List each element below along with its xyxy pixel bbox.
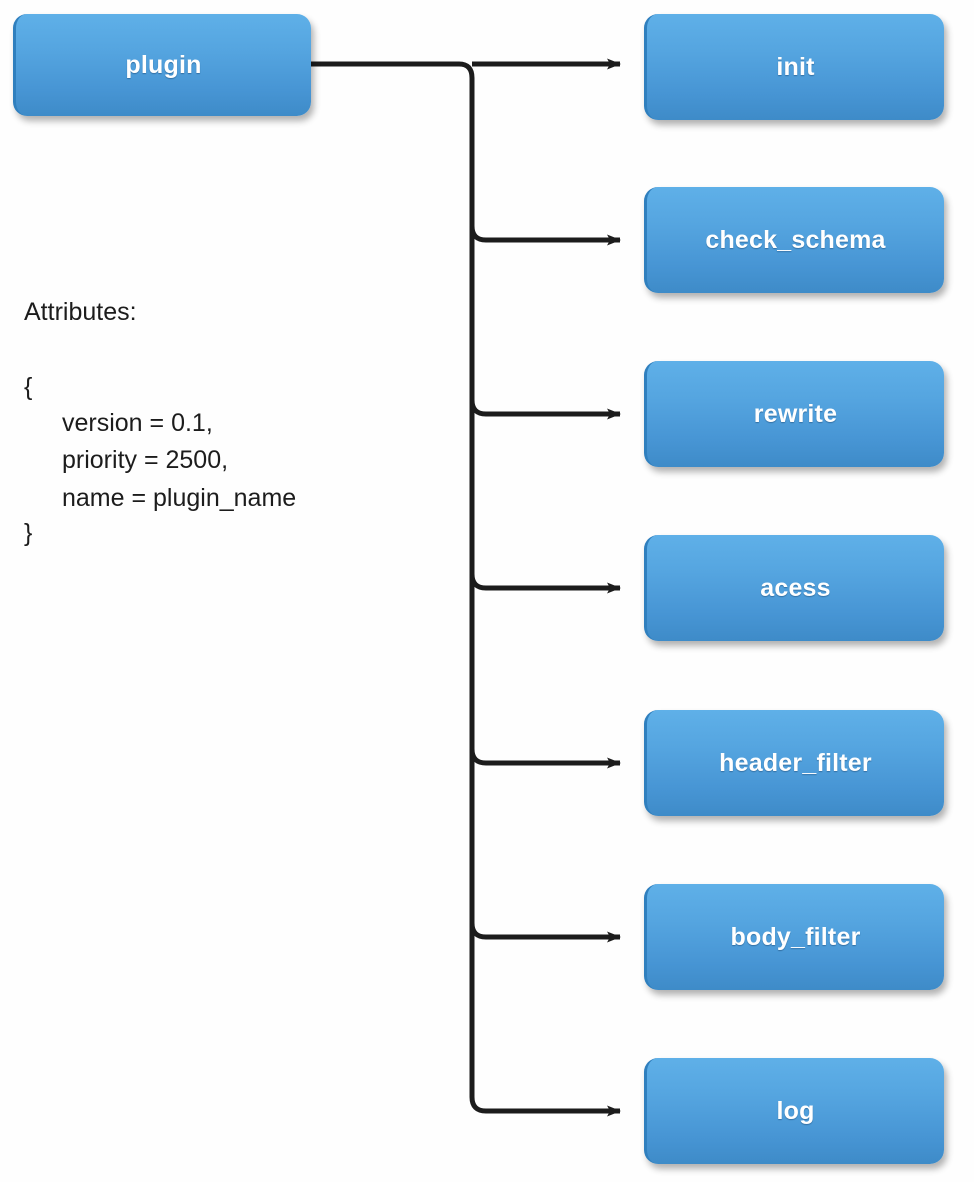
node-init[interactable]: init <box>644 14 944 120</box>
attributes-line-priority: priority = 2500, <box>62 446 229 475</box>
wire-to-acess <box>469 573 621 594</box>
wire-to-check-schema <box>469 225 621 246</box>
attributes-lines: version = 0.1, priority = 2500, name = p… <box>24 405 444 518</box>
node-body-filter[interactable]: body_filter <box>644 884 944 990</box>
node-header-filter[interactable]: header_filter <box>644 710 944 816</box>
wire-to-header-filter <box>469 748 621 769</box>
attributes-close-brace: } <box>24 519 33 548</box>
node-check-schema[interactable]: check_schema <box>644 187 944 293</box>
node-check-schema-label: check_schema <box>705 225 886 254</box>
wire-to-rewrite <box>469 399 621 420</box>
wire-trunk <box>311 61 621 1117</box>
attributes-line-name: name = plugin_name <box>62 483 297 512</box>
node-plugin[interactable]: plugin <box>13 14 311 116</box>
node-acess[interactable]: acess <box>644 535 944 641</box>
node-init-label: init <box>776 52 815 81</box>
node-rewrite-label: rewrite <box>753 399 838 428</box>
node-header-filter-label: header_filter <box>719 748 872 777</box>
node-acess-label: acess <box>760 573 831 602</box>
node-log-label: log <box>776 1096 815 1125</box>
wire-to-body-filter <box>469 922 621 943</box>
node-body-filter-label: body_filter <box>730 922 861 951</box>
node-rewrite[interactable]: rewrite <box>644 361 944 467</box>
node-plugin-label: plugin <box>125 50 202 79</box>
attributes-title: Attributes: <box>24 298 137 326</box>
attributes-line-version: version = 0.1, <box>62 408 213 437</box>
node-log[interactable]: log <box>644 1058 944 1164</box>
attributes-open-brace: { <box>24 373 33 401</box>
attributes-block: Attributes: { version = 0.1, priority = … <box>24 300 444 551</box>
